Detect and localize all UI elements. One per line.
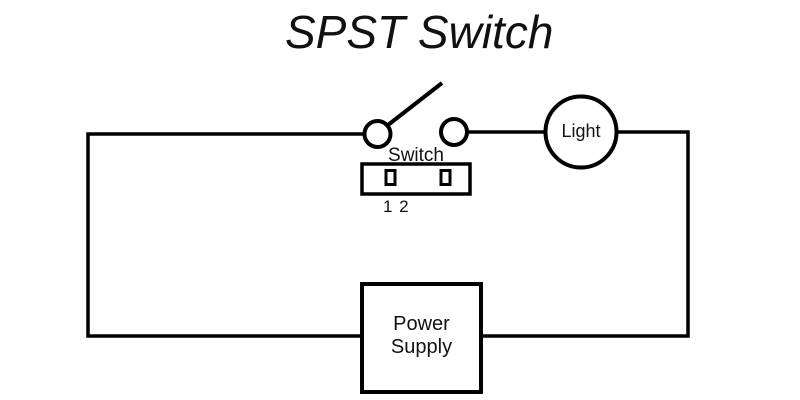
wire-light-to-power-supply (481, 130, 690, 338)
switch-contact-right-symbol (439, 117, 469, 147)
wire-left-loop (86, 132, 364, 338)
diagram-title: SPST Switch (285, 6, 554, 58)
switch-terminal-1 (384, 169, 397, 186)
switch-terminal-numbers-label: 1 2 (383, 197, 410, 216)
power-supply-label: Power Supply (362, 313, 481, 359)
power-supply-label-line1: Power (393, 313, 450, 335)
switch-label: Switch (388, 145, 444, 166)
switch-contact-left-symbol (362, 119, 393, 149)
light-label: Light (561, 121, 601, 141)
switch-body-box (360, 162, 472, 196)
power-supply-label-line2: Supply (390, 336, 453, 358)
power-supply-box (360, 282, 483, 394)
light-symbol (543, 94, 619, 170)
switch-lever-line (386, 81, 444, 127)
switch-terminal-2 (439, 169, 452, 186)
